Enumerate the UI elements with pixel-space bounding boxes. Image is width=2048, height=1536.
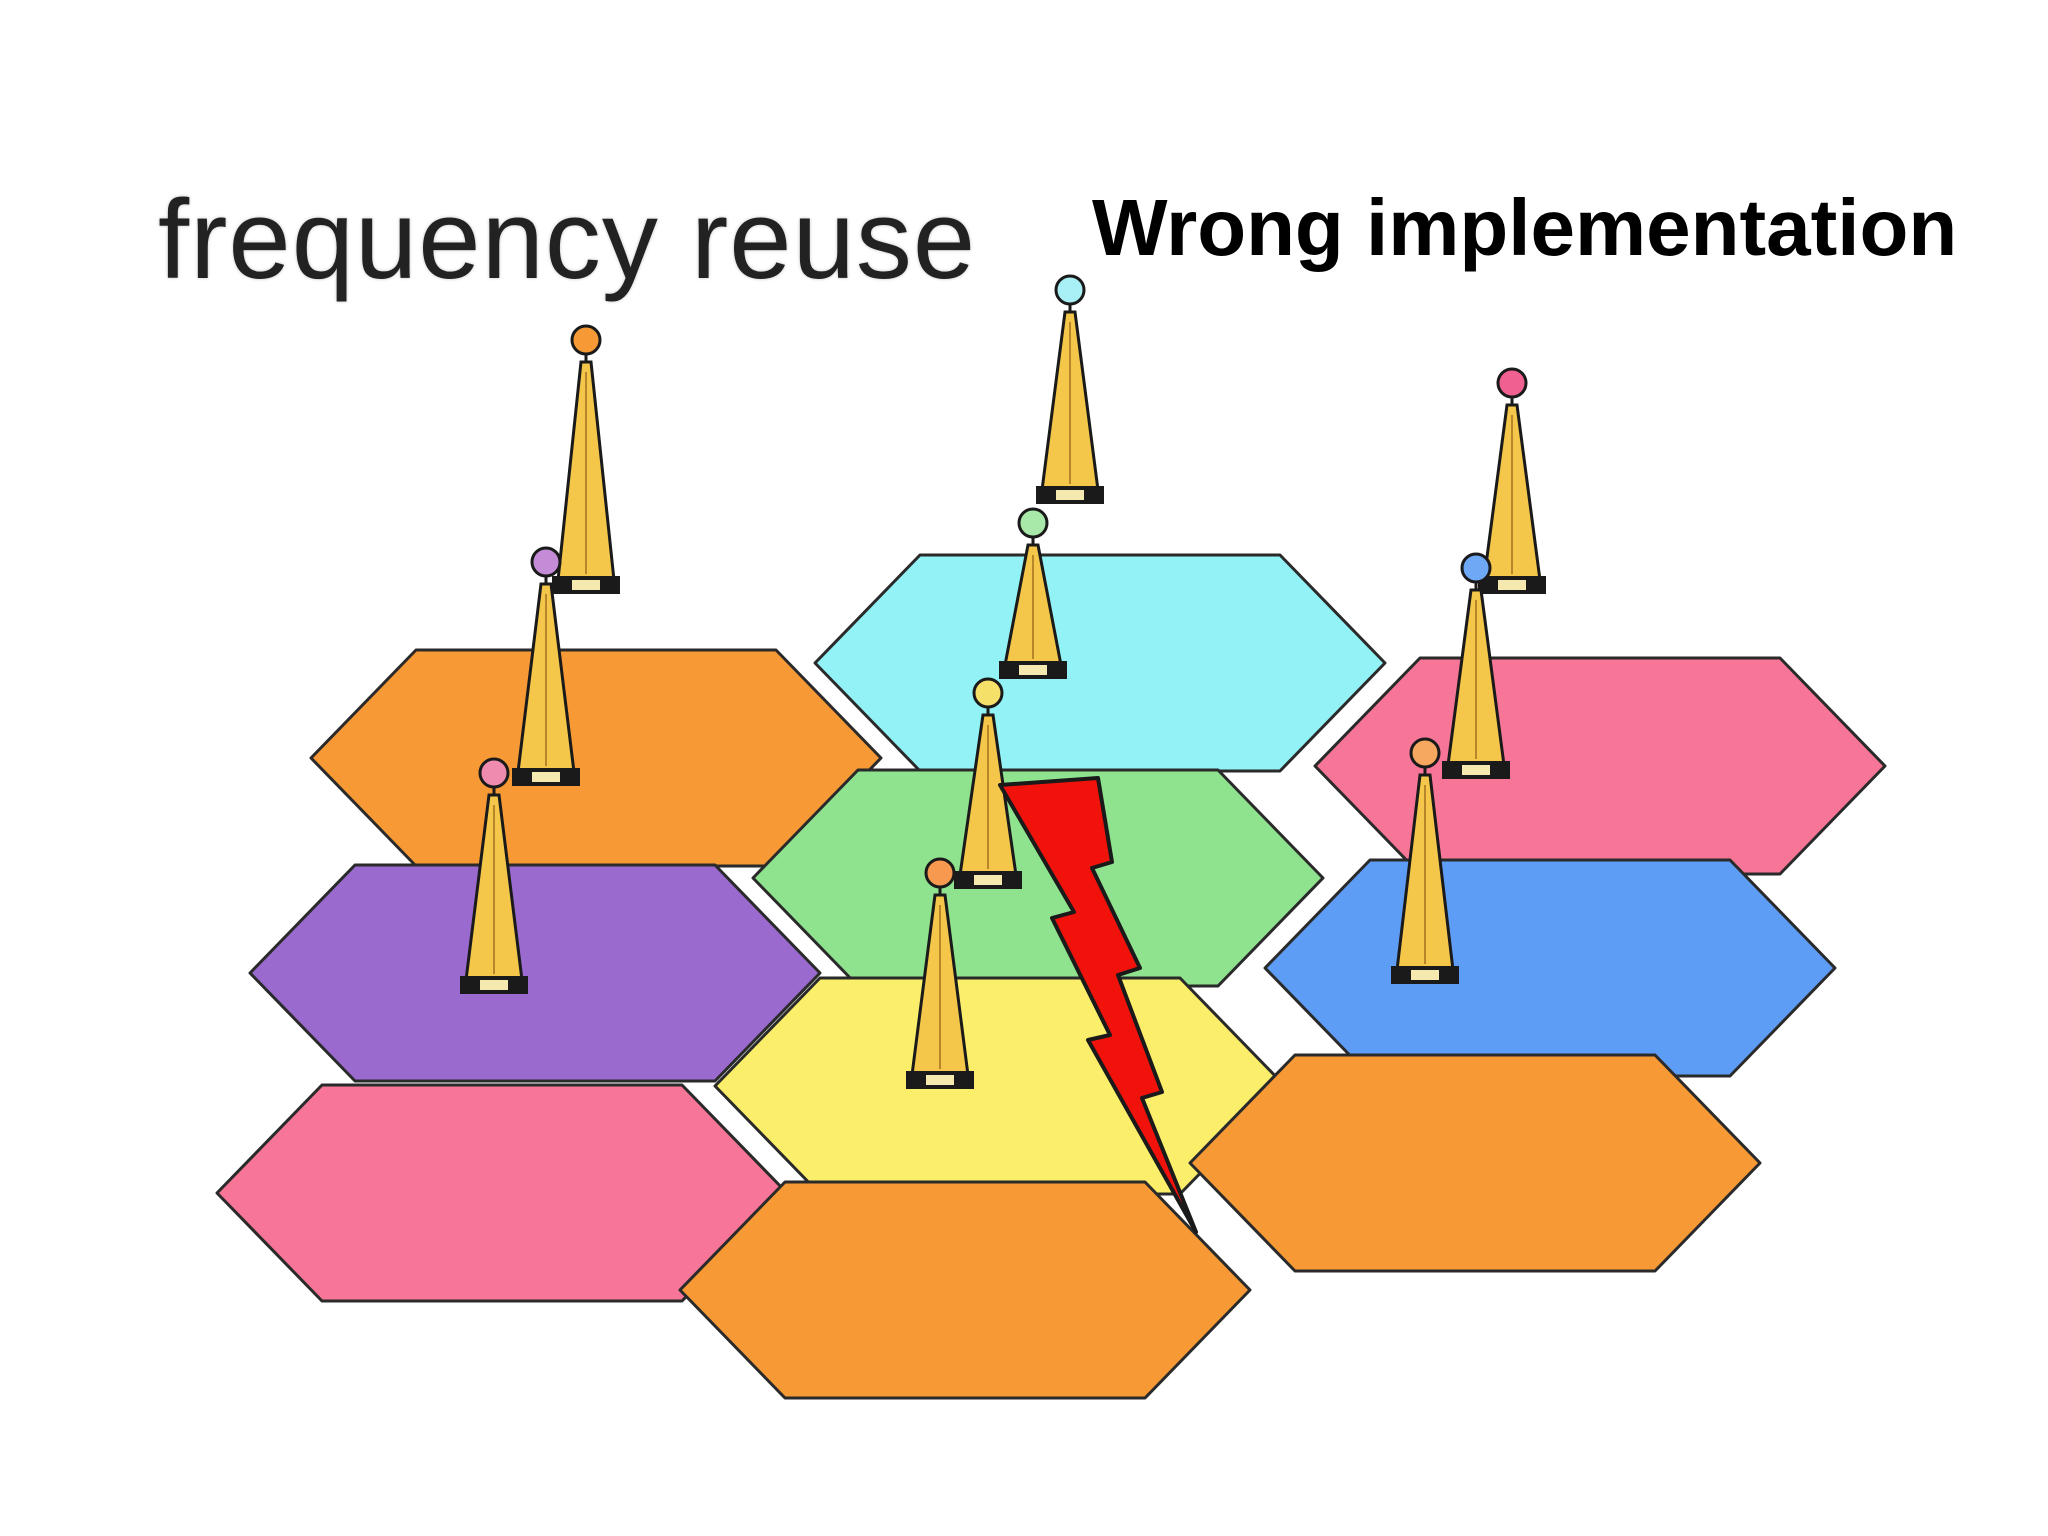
tower-bulb-icon: [1017, 507, 1049, 539]
cell-blue-right: [1263, 858, 1837, 1078]
tower-base-window: [532, 772, 560, 782]
cell-pink-top-right: [1313, 656, 1887, 876]
tower-base-window: [974, 875, 1002, 885]
tower-bulb-icon: [1409, 737, 1441, 769]
cell-purple-left: [248, 863, 822, 1083]
tower-base-window: [1462, 765, 1490, 775]
tower-orange-top-left: [552, 324, 620, 594]
tower-base-window: [1498, 580, 1526, 590]
cell-orange-bottom: [678, 1180, 1252, 1400]
tower-base-window: [1411, 970, 1439, 980]
tower-pink-bottom-left: [460, 757, 528, 994]
tower-base-window: [1056, 490, 1084, 500]
tower-base-window: [480, 980, 508, 990]
tower-blue-right: [1442, 552, 1510, 779]
tower-bulb-icon: [478, 757, 510, 789]
cell-cyan-top: [813, 553, 1387, 773]
title-wrong-implementation: Wrong implementation: [1092, 183, 1958, 272]
lightning-bolt-icon: [998, 776, 1198, 1234]
tower-bulb-icon: [924, 857, 956, 889]
tower-green-center: [999, 507, 1067, 679]
tower-orange-bottom-right: [1391, 737, 1459, 984]
tower-pink-top-right: [1478, 367, 1546, 594]
cell-orange-bottom-right: [1188, 1053, 1762, 1273]
tower-base-window: [572, 580, 600, 590]
cell-green-center: [751, 768, 1325, 988]
tower-base-window: [1019, 665, 1047, 675]
tower-yellow-center: [954, 677, 1022, 889]
cell-pink-bottom-left: [215, 1083, 789, 1303]
tower-bulb-icon: [1460, 552, 1492, 584]
tower-base-window: [926, 1075, 954, 1085]
lightning-layer: [998, 776, 1198, 1234]
tower-orange-bottom: [906, 857, 974, 1089]
tower-cyan-top: [1036, 274, 1104, 504]
tower-purple-left: [512, 546, 580, 786]
title-frequency-reuse: frequency reuse: [158, 177, 977, 302]
tower-bulb-icon: [530, 546, 562, 578]
tower-bulb-icon: [570, 324, 602, 356]
towers-layer: [460, 274, 1546, 1089]
tower-bulb-icon: [1496, 367, 1528, 399]
tower-bulb-icon: [1054, 274, 1086, 306]
tower-bulb-icon: [972, 677, 1004, 709]
